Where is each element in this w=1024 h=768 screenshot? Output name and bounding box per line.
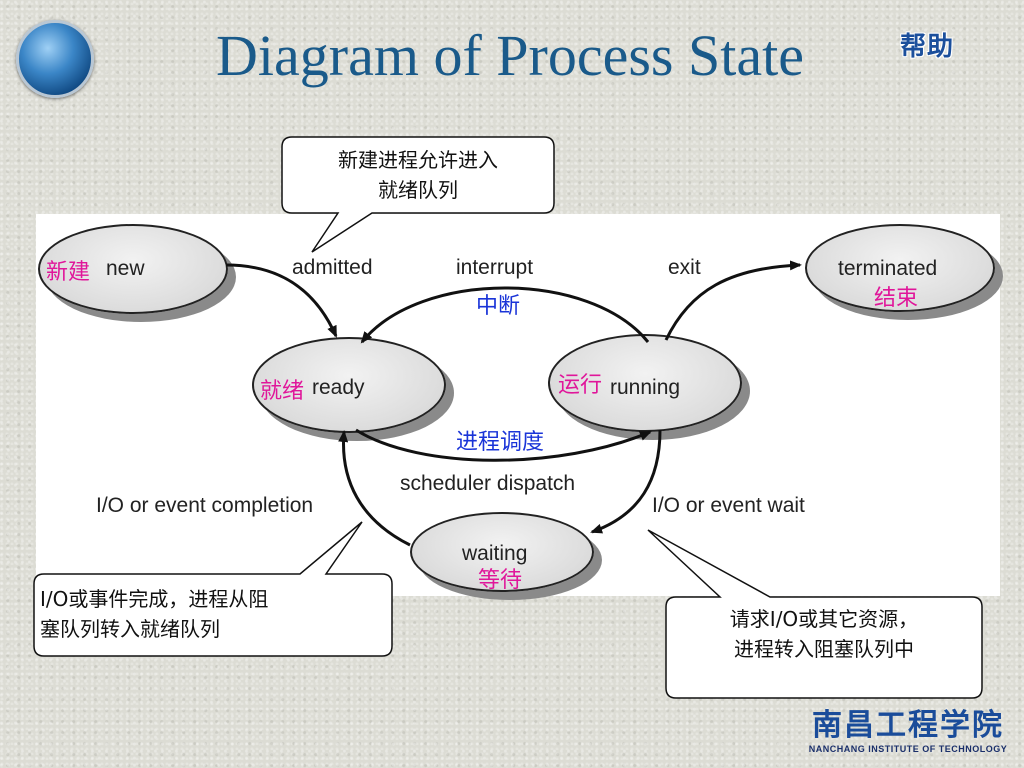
label-dispatch: scheduler dispatch [400, 472, 576, 495]
page-title: Diagram of Process State [216, 23, 804, 88]
label-dispatch-cn: 进程调度 [456, 430, 545, 455]
label-io-wait: I/O or event wait [652, 494, 805, 517]
label-interrupt: interrupt [456, 256, 534, 279]
school-name-en: NANCHANG INSTITUTE OF TECHNOLOGY [808, 744, 1008, 754]
label-exit: exit [668, 256, 701, 279]
callout-wait-line1: 请求I/O或其它资源， [729, 607, 919, 631]
school-name-cn: 南昌工程学院 [812, 708, 1004, 743]
callout-admitted-line1: 新建进程允许进入 [338, 148, 498, 172]
callout-admitted-box [281, 136, 555, 253]
callout-admitted-text: 新建进程允许进入 就绪队列 [282, 145, 554, 205]
state-waiting [410, 512, 594, 592]
arrow-dispatch [355, 428, 652, 462]
state-terminated-label: terminated [838, 257, 938, 280]
callout-wait-line2: 进程转入阻塞队列中 [734, 637, 914, 661]
state-running-label: running [610, 376, 681, 399]
state-running [548, 334, 742, 432]
arrow-interrupt [360, 286, 650, 344]
state-new-cn: 新建 [46, 260, 91, 285]
state-waiting-cn: 等待 [478, 568, 523, 593]
state-ready-label: ready [312, 376, 365, 399]
state-terminated [805, 224, 995, 312]
state-ready [252, 337, 446, 433]
arrow-admitted [225, 263, 338, 338]
callout-wait-text: 请求I/O或其它资源， 进程转入阻塞队列中 [666, 604, 982, 664]
logo-globe-icon [16, 20, 94, 98]
state-ready-cn: 就绪 [260, 379, 305, 404]
callout-completion-line2: 塞队列转入就绪队列 [40, 617, 220, 641]
callout-completion-text: I/O或事件完成，进程从阻 塞队列转入就绪队列 [40, 584, 390, 644]
arrow-io-wait [590, 429, 662, 534]
state-waiting-label: waiting [462, 542, 528, 565]
callout-completion-box [33, 521, 393, 657]
label-io-completion: I/O or event completion [96, 494, 314, 517]
arrow-io-completion [338, 430, 411, 547]
callout-admitted-line2: 就绪队列 [378, 178, 458, 202]
state-running-cn: 运行 [558, 373, 603, 398]
callout-completion-line1: I/O或事件完成，进程从阻 [40, 587, 269, 611]
school-logo: 南昌工程学院 NANCHANG INSTITUTE OF TECHNOLOGY [808, 700, 1008, 754]
label-interrupt-cn: 中断 [476, 294, 521, 319]
state-new-label: new [106, 257, 145, 280]
callout-wait-box [647, 529, 983, 699]
state-new [38, 224, 228, 314]
state-terminated-cn: 结束 [874, 286, 919, 311]
arrow-exit [664, 260, 802, 341]
label-admitted: admitted [292, 256, 373, 279]
help-button[interactable]: 帮助 [900, 32, 955, 62]
